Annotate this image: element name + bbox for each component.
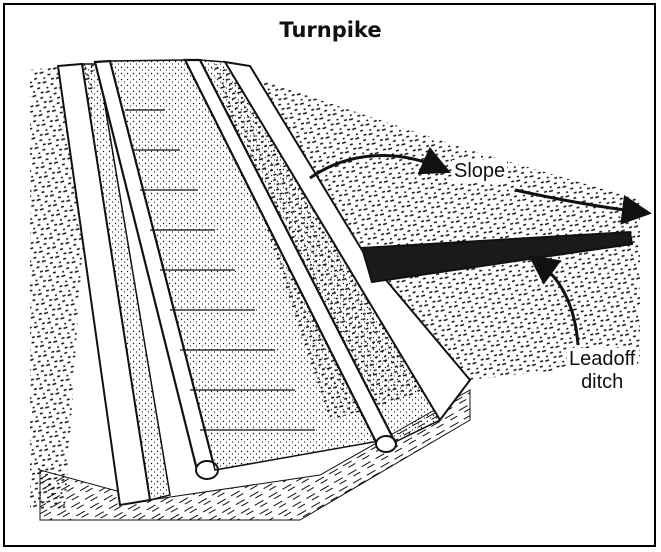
- leadoff-label-line2: ditch: [569, 371, 635, 394]
- leadoff-ditch-label: Leadoff ditch: [567, 348, 637, 394]
- slope-label: Slope: [452, 160, 507, 183]
- leadoff-label-line1: Leadoff: [569, 348, 635, 371]
